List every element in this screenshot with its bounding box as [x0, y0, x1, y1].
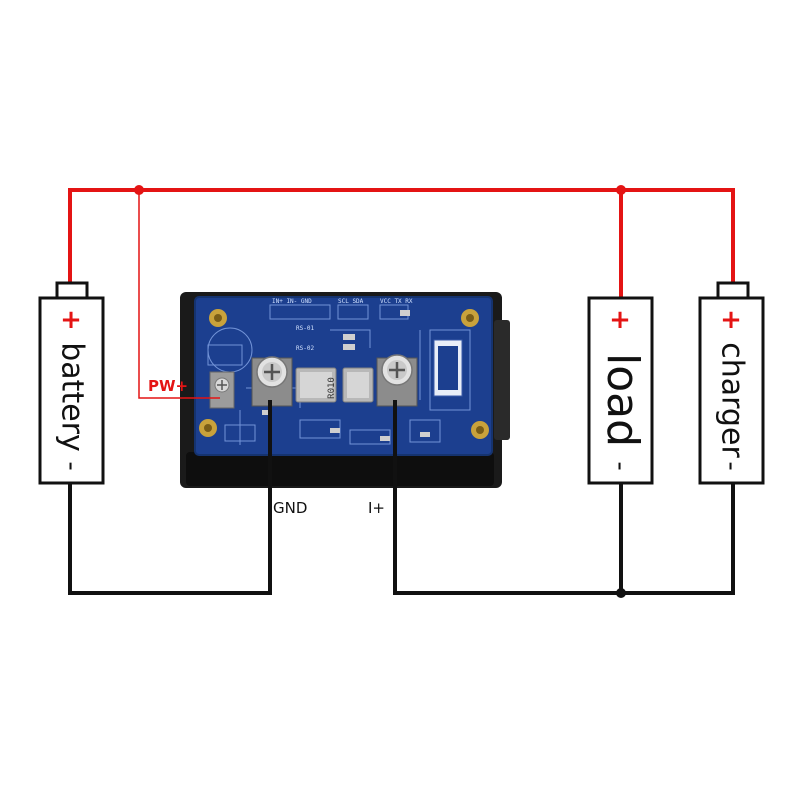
- battery-minus-sign: -: [57, 461, 87, 470]
- svg-text:RS-02: RS-02: [296, 345, 314, 352]
- meter-module: IN+ IN- GND SCL SDA VCC TX RX RS-01 RS-0…: [180, 292, 510, 488]
- positive-wires: [68, 185, 735, 399]
- charger-minus-sign: -: [717, 461, 747, 470]
- gnd-screw-terminal: [251, 356, 293, 407]
- svg-text:RS-01: RS-01: [296, 325, 314, 332]
- battery-plus-sign: +: [60, 305, 82, 335]
- pcb-silkscreen: IN+ IN- GND SCL SDA VCC TX RX RS-01 RS-0…: [272, 298, 413, 352]
- pw-terminal: [209, 371, 235, 409]
- pw-plus-label: PW+: [148, 377, 188, 395]
- module-side-right: [494, 320, 510, 440]
- battery-label: battery: [55, 342, 90, 452]
- gnd-label: GND: [273, 499, 307, 517]
- battery-cell: + battery -: [38, 281, 105, 485]
- svg-text:IN+ IN- GND: IN+ IN- GND: [272, 298, 312, 305]
- pw-plus-wire: [138, 190, 220, 399]
- module-bottom-strip: [186, 452, 494, 486]
- negative-wires: [68, 400, 735, 598]
- svg-text:VCC TX RX: VCC TX RX: [380, 298, 413, 305]
- battery-body: [38, 296, 105, 485]
- charger-label: charger: [715, 342, 750, 458]
- junction-black: [616, 588, 626, 598]
- shunt-marking: R010: [327, 377, 337, 399]
- load-plus-sign: +: [609, 305, 631, 335]
- load-cell: + load -: [587, 296, 654, 485]
- i-plus-label: I+: [368, 499, 385, 517]
- smd-components: [262, 310, 430, 441]
- charger-plus-sign: +: [720, 305, 742, 335]
- load-minus-sign: -: [606, 461, 636, 470]
- load-label: load: [597, 353, 648, 447]
- i-plus-screw-terminal: [376, 354, 418, 407]
- load-body: [587, 296, 654, 485]
- charger-cell: + charger -: [698, 281, 765, 485]
- svg-text:SCL SDA: SCL SDA: [338, 298, 364, 305]
- junction-red-right: [616, 185, 626, 195]
- junction-red-left: [134, 185, 144, 195]
- shunt-resistors: R010: [295, 367, 374, 403]
- charger-body: [698, 296, 765, 485]
